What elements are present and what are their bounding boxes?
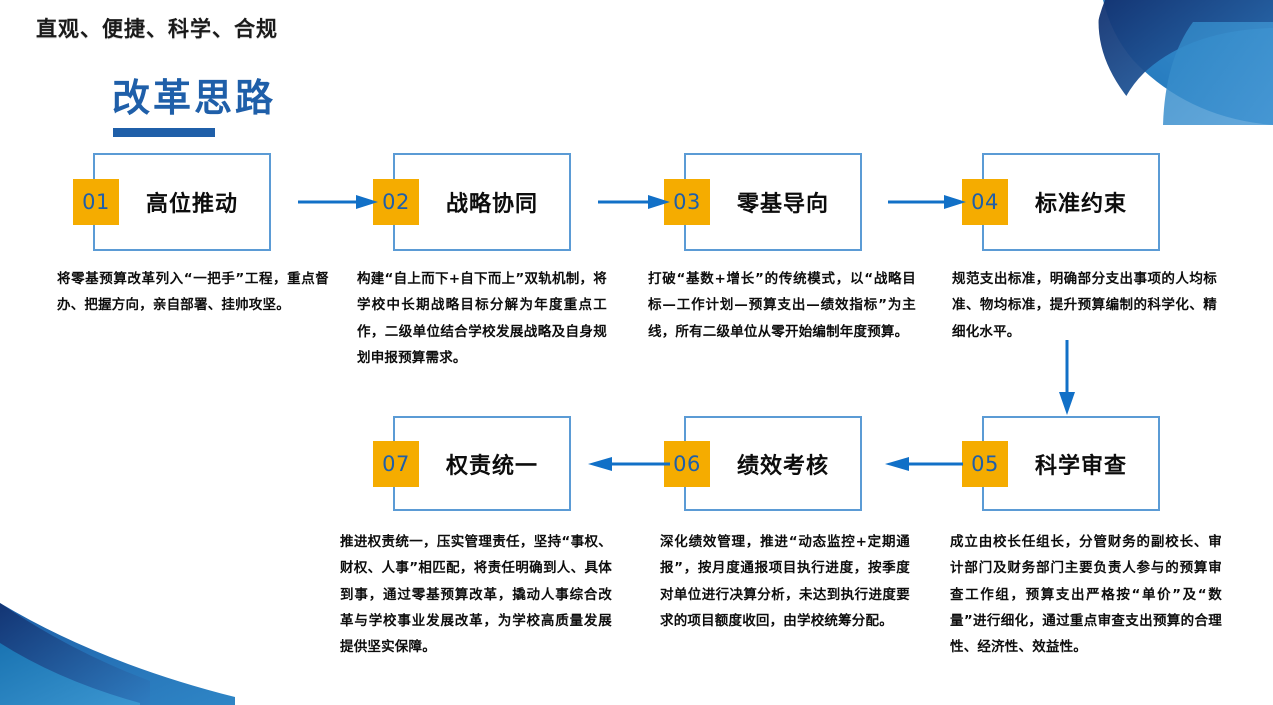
stage-box-06[interactable]: 06 绩效考核	[664, 416, 862, 511]
decoration-bottom-left	[0, 585, 235, 705]
page-title: 改革思路	[112, 76, 277, 120]
stage-number-06: 06	[664, 440, 710, 487]
stage-box-02[interactable]: 02 战略协同	[373, 153, 571, 251]
stage-title-07: 权责统一	[445, 453, 538, 479]
title-underline	[113, 128, 215, 137]
stage-number-07: 07	[373, 440, 419, 487]
stage-box-03[interactable]: 03 零基导向	[664, 153, 862, 251]
stage-number-04: 04	[962, 179, 1008, 225]
stage-desc-01: 将零基预算改革列入“一把手”工程，重点督办、把握方向，亲自部署、挂帅攻坚。	[57, 271, 329, 314]
header-slogan: 直观、便捷、科学、合规	[36, 16, 278, 41]
stage-title-01: 高位推动	[145, 192, 238, 217]
arrow-right-icon-1	[298, 192, 378, 216]
stage-box-05[interactable]: 05 科学审查	[962, 416, 1160, 511]
stage-number-05: 05	[962, 440, 1008, 487]
stage-title-04: 标准约束	[1034, 192, 1127, 217]
stage-title-06: 绩效考核	[736, 453, 829, 479]
stage-title-03: 零基导向	[736, 192, 829, 217]
stage-desc-02: 构建“自上而下+自下而上”双轨机制，将学校中长期战略目标分解为年度重点工作，二级…	[357, 271, 607, 366]
stage-desc-07: 推进权责统一，压实管理责任，坚持“事权、财权、人事”相匹配，将责任明确到人、具体…	[340, 534, 612, 656]
decoration-top-right	[1043, 0, 1273, 125]
stage-number-01: 01	[73, 179, 119, 225]
stage-box-01[interactable]: 01 高位推动	[73, 153, 271, 251]
stage-box-04[interactable]: 04 标准约束	[962, 153, 1160, 251]
arrow-right-icon-3	[888, 192, 966, 216]
arrow-down-icon-4	[1055, 340, 1079, 419]
stage-desc-04: 规范支出标准，明确部分支出事项的人均标准、物均标准，提升预算编制的科学化、精细化…	[952, 271, 1217, 340]
stage-title-02: 战略协同	[445, 192, 538, 217]
arrow-right-icon-2	[598, 192, 670, 216]
stage-number-03: 03	[664, 179, 710, 225]
stage-desc-03: 打破“基数+增长”的传统模式，以“战略目标—工作计划—预算支出—绩效指标”为主线…	[648, 271, 916, 340]
stage-desc-05: 成立由校长任组长，分管财务的副校长、审计部门及财务部门主要负责人参与的预算审查工…	[950, 534, 1222, 656]
stage-number-02: 02	[373, 179, 419, 225]
stage-title-05: 科学审查	[1034, 453, 1127, 479]
arrow-left-icon-5	[588, 454, 670, 478]
arrow-left-icon-6	[885, 454, 963, 478]
stage-box-07[interactable]: 07 权责统一	[373, 416, 571, 511]
stage-desc-06: 深化绩效管理，推进“动态监控+定期通报”，按月度通报项目执行进度，按季度对单位进…	[660, 534, 910, 629]
